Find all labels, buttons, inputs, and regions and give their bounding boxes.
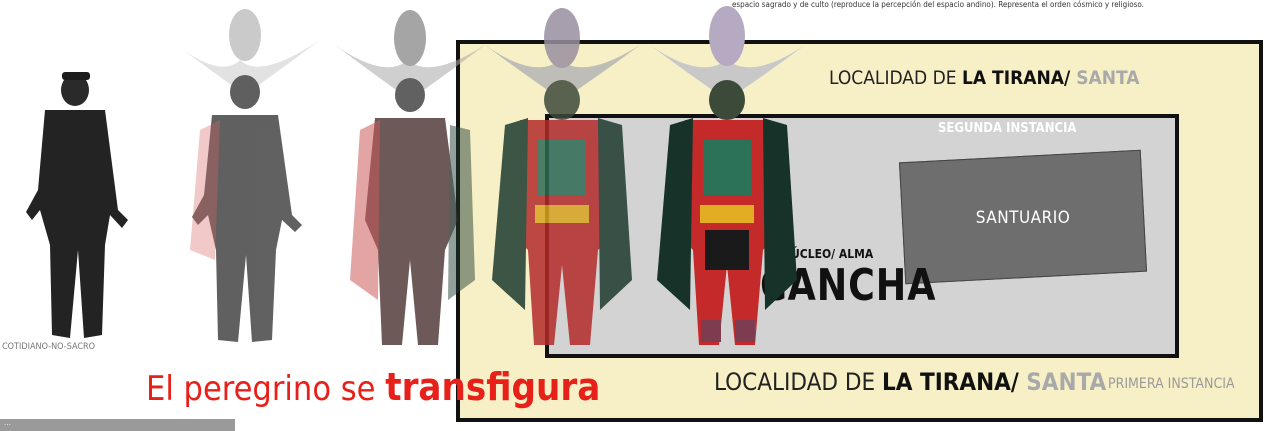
segunda-instancia-label: SEGUNDA INSTANCIA bbox=[938, 121, 1077, 136]
person-figure-3 bbox=[335, 10, 485, 345]
locality-sep: / bbox=[1064, 67, 1077, 89]
locality-santa: SANTA bbox=[1026, 368, 1107, 396]
headline-strong: transfigura bbox=[385, 365, 601, 409]
figure-caption: COTIDIANO-NO-SACRO bbox=[2, 342, 96, 352]
dancer-figure-4 bbox=[485, 8, 640, 345]
primera-instancia-label: PRIMERA INSTANCIA bbox=[1108, 376, 1235, 392]
locality-sep: / bbox=[1010, 368, 1027, 396]
top-description: espacio sagrado y de culto (reproduce la… bbox=[732, 0, 1144, 9]
locality-name: LA TIRANA bbox=[961, 67, 1064, 89]
locality-name: LA TIRANA bbox=[881, 368, 1011, 396]
person-figure-2 bbox=[170, 9, 320, 342]
locality-title-bottom: LOCALIDAD DE LA TIRANA/ SANTA bbox=[714, 368, 1106, 396]
dancer-figure-5 bbox=[650, 6, 805, 345]
locality-title-top: LOCALIDAD DE LA TIRANA/ SANTA bbox=[829, 67, 1139, 89]
nucleo-label: NÚCLEO/ ALMA bbox=[782, 247, 874, 261]
headline-normal: El peregrino se bbox=[146, 369, 386, 409]
headline: El peregrino se transfigura bbox=[146, 365, 600, 409]
santuario-label: SANTUARIO bbox=[975, 208, 1071, 228]
person-figure-1 bbox=[26, 72, 128, 338]
locality-santa: SANTA bbox=[1076, 67, 1140, 89]
bottom-bar bbox=[0, 419, 235, 431]
locality-prefix: LOCALIDAD DE bbox=[829, 67, 962, 89]
locality-prefix: LOCALIDAD DE bbox=[714, 368, 882, 396]
bottom-bar-text: ... bbox=[4, 418, 11, 427]
